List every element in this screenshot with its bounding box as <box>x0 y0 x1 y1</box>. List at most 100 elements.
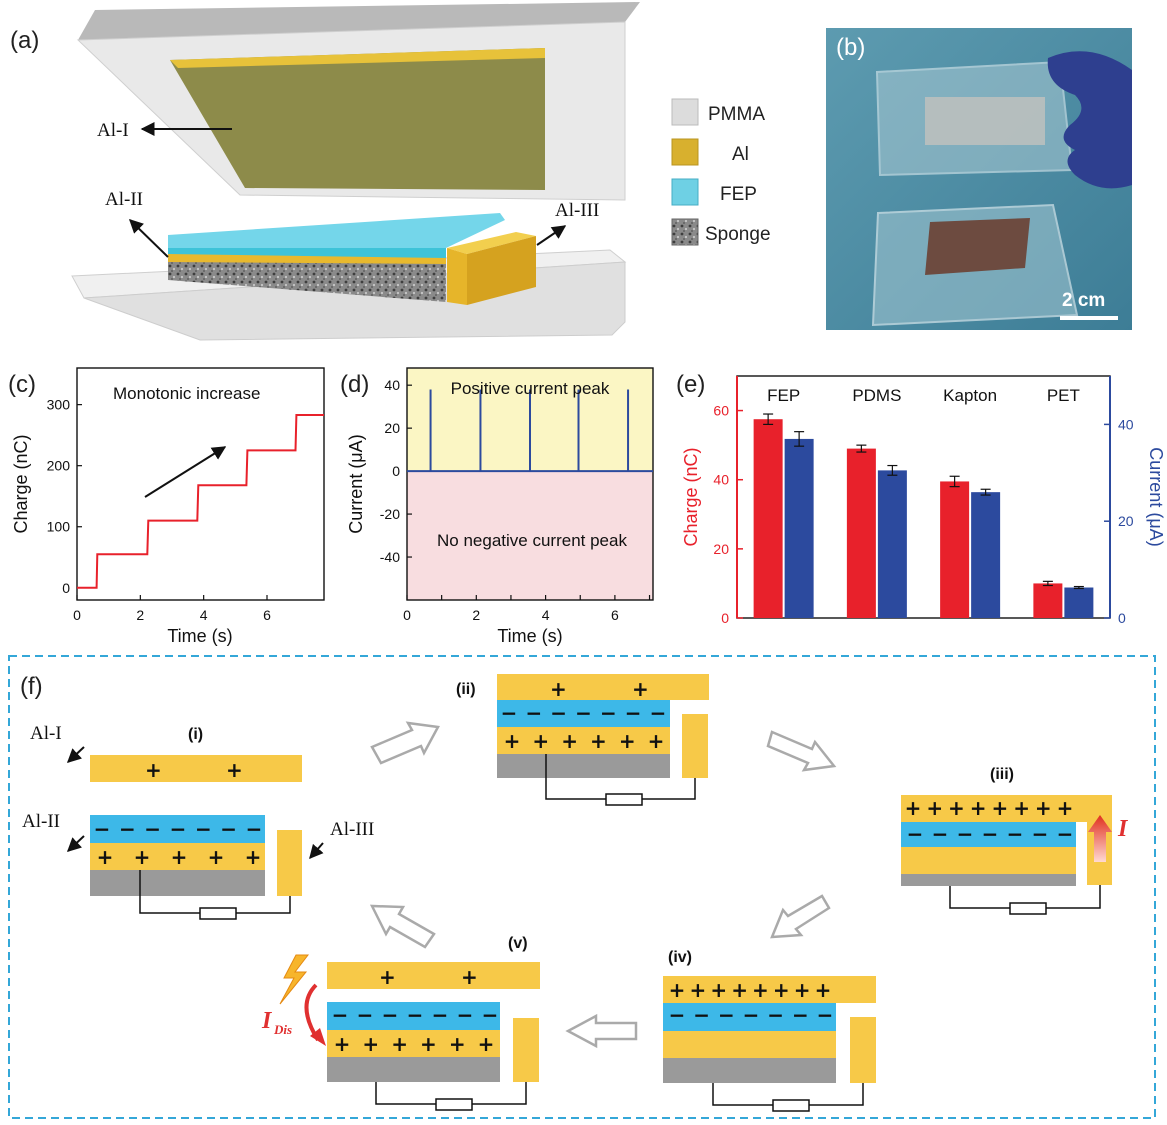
step-iv: (iv) ++++++++−−−−−−− <box>663 949 876 1112</box>
fep-layer <box>497 700 670 727</box>
plus-sign: + <box>532 729 549 753</box>
load-resistor <box>605 793 643 806</box>
legend: PMMA Al FEP Sponge <box>671 98 771 246</box>
charge-signs-v: −−−−−−−++++++ <box>332 1003 499 1056</box>
bar-current <box>784 438 814 618</box>
process-arrows <box>369 721 837 1049</box>
y-tick-label-right: 20 <box>1118 513 1134 529</box>
al-iii-front <box>447 248 467 305</box>
minus-sign: − <box>357 1003 374 1027</box>
y-tick-label: 20 <box>384 420 400 436</box>
minus-sign: − <box>669 1003 686 1027</box>
y-tick-label-right: 0 <box>1118 610 1126 626</box>
minus-sign: − <box>718 1003 735 1027</box>
category-label: PDMS <box>852 386 901 405</box>
panel-f-frame <box>8 655 1156 1119</box>
f-arrow-al-iii <box>309 842 324 860</box>
plus-sign: + <box>948 796 965 820</box>
al-iii-electrode <box>850 1017 876 1083</box>
y-tick-label: 200 <box>47 458 71 474</box>
minus-sign: − <box>1032 822 1049 846</box>
photo-top-electrode <box>925 97 1045 145</box>
plus-sign: + <box>991 796 1008 820</box>
sponge-layer <box>327 1057 500 1082</box>
legend-swatch-al <box>671 138 699 166</box>
increase-arrow <box>144 446 227 498</box>
f-label-al-iii: Al-III <box>330 819 374 840</box>
plus-sign: + <box>362 1032 379 1056</box>
al-iii-electrode <box>682 714 708 778</box>
x-tick-label: 2 <box>136 607 144 623</box>
minus-sign: − <box>332 1003 349 1027</box>
panel-label-d: (d) <box>340 371 369 398</box>
step-label-i: (i) <box>188 726 203 743</box>
al-iii-top <box>447 232 536 254</box>
process-arrow-icon <box>770 894 831 939</box>
step-label-iii: (iii) <box>990 766 1014 783</box>
plus-sign: + <box>1035 796 1052 820</box>
plot-frame-c <box>76 367 325 601</box>
y-tick-label-left: 60 <box>713 403 729 419</box>
xlabel-c: Time (s) <box>167 626 232 646</box>
al-iii-electrode <box>513 1018 539 1082</box>
process-arrow-icon <box>369 904 436 949</box>
minus-sign: − <box>246 817 263 841</box>
panel-b-photo: (b) 2 cm <box>826 28 1132 330</box>
plus-sign: + <box>752 978 769 1002</box>
f-label-al-i: Al-I <box>30 723 62 744</box>
al-i-plate <box>497 674 709 700</box>
minus-sign: − <box>1057 822 1074 846</box>
category-label: Kapton <box>943 386 997 405</box>
bar-charge <box>846 448 876 618</box>
xlabel-d: Time (s) <box>497 626 562 646</box>
x-tick-label: 2 <box>472 607 480 623</box>
negative-region <box>407 471 653 600</box>
fep-front <box>168 248 446 258</box>
plus-sign: + <box>379 965 396 989</box>
al-i-edge <box>170 48 545 68</box>
al-i-electrode <box>170 48 545 190</box>
sponge-layer <box>901 874 1076 886</box>
current-trace <box>407 389 653 473</box>
y-tick-label: 300 <box>47 397 71 413</box>
minus-sign: − <box>792 1003 809 1027</box>
al-ii-layer <box>497 727 670 754</box>
legend-label-pmma: PMMA <box>708 104 765 125</box>
label-al-iii: Al-III <box>555 200 599 221</box>
ylabel-d: Current (μA) <box>346 434 366 533</box>
plus-sign: + <box>905 796 922 820</box>
minus-sign: − <box>743 1003 760 1027</box>
plus-sign: + <box>208 845 225 869</box>
step-label-v: (v) <box>508 935 528 952</box>
x-tick-label: 4 <box>542 607 550 623</box>
process-arrow-icon <box>766 730 837 772</box>
sponge-layer <box>168 258 446 302</box>
pmma-top-edge <box>78 2 640 40</box>
plus-sign: + <box>391 1032 408 1056</box>
minus-sign: − <box>650 701 667 725</box>
minus-sign: − <box>94 817 111 841</box>
category-label: PET <box>1047 386 1080 405</box>
minus-sign: − <box>982 822 999 846</box>
plus-sign: + <box>171 845 188 869</box>
minus-sign: − <box>432 1003 449 1027</box>
plus-sign: + <box>1013 796 1030 820</box>
plus-sign: + <box>815 978 832 1002</box>
minus-sign: − <box>625 701 642 725</box>
plus-sign: + <box>461 965 478 989</box>
minus-sign: − <box>817 1003 834 1027</box>
current-label: I <box>1117 816 1129 842</box>
minus-sign: − <box>767 1003 784 1027</box>
legend-label-sponge: Sponge <box>705 224 771 245</box>
minus-sign: − <box>1007 822 1024 846</box>
sponge-layer <box>497 754 670 778</box>
minus-sign: − <box>407 1003 424 1027</box>
label-al-ii: Al-II <box>105 189 143 210</box>
bar-current <box>877 470 907 618</box>
panel-label-b: (b) <box>836 34 865 61</box>
